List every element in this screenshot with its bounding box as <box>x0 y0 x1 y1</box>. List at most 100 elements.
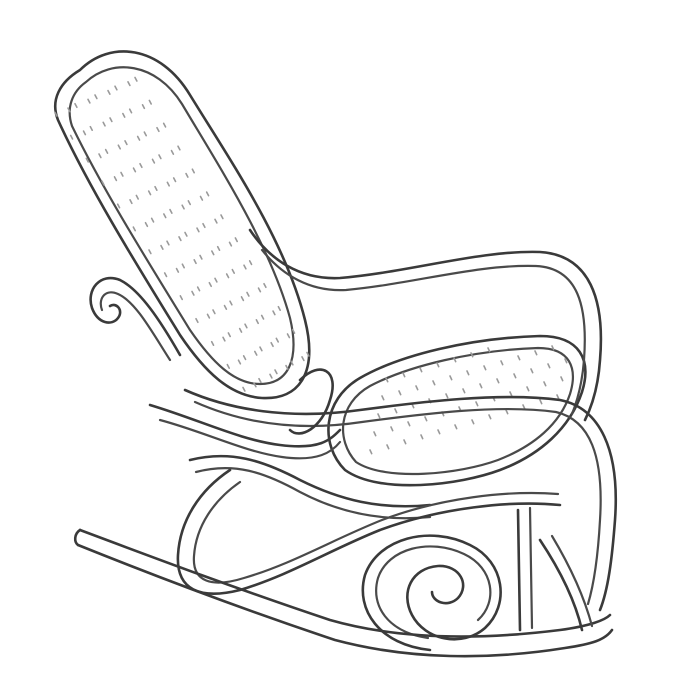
cane-mark <box>104 148 109 154</box>
cane-mark <box>212 309 216 315</box>
cane-mark <box>120 171 124 177</box>
cane-mark <box>166 240 170 246</box>
cane-mark <box>116 203 121 209</box>
bottom-spiral <box>361 534 502 652</box>
cane-mark <box>564 358 568 364</box>
cane-mark <box>156 126 160 133</box>
cane-mark <box>470 352 474 358</box>
cane-mark <box>128 108 133 114</box>
support-curve-3 <box>188 454 432 508</box>
cane-mark <box>369 449 373 455</box>
cane-mark <box>263 282 267 289</box>
cane-mark <box>419 367 423 373</box>
cane-mark <box>172 177 177 183</box>
cane-mark <box>141 103 146 110</box>
cane-mark <box>170 149 175 155</box>
cane-mark <box>82 130 87 136</box>
cane-mark <box>509 391 513 397</box>
cane-mark <box>505 409 509 415</box>
cane-mark <box>483 365 487 371</box>
cane-mark <box>216 245 221 251</box>
backrest-cane-texture <box>54 76 310 392</box>
armrest-outer <box>248 228 603 422</box>
cane-mark <box>258 377 262 384</box>
lower-s-curve-inner <box>192 480 560 584</box>
cane-mark <box>132 167 137 173</box>
cane-mark <box>162 122 167 128</box>
cane-mark <box>98 153 102 159</box>
cane-mark <box>277 305 282 311</box>
cane-mark <box>274 369 278 375</box>
cane-mark <box>231 268 236 274</box>
cane-mark <box>275 337 280 343</box>
cane-mark <box>196 286 201 292</box>
rocker-top-edge <box>78 528 612 638</box>
back-leg-3 <box>538 538 584 632</box>
cane-mark <box>257 287 262 293</box>
cane-mark <box>386 444 390 450</box>
cane-mark <box>181 263 186 269</box>
front-arm-inner <box>193 400 602 606</box>
cane-mark <box>449 375 453 381</box>
cane-mark <box>143 131 148 137</box>
cane-mark <box>424 416 428 422</box>
cane-mark <box>269 373 273 379</box>
cane-mark <box>539 399 543 405</box>
cane-mark <box>437 429 441 435</box>
left-scroll-curl-inner <box>99 291 172 362</box>
cane-mark <box>67 107 71 113</box>
cane-mark <box>223 304 228 310</box>
cane-mark <box>225 273 230 279</box>
cane-mark <box>547 363 551 369</box>
cane-mark <box>187 200 192 206</box>
backrest-outer-frame <box>53 50 311 400</box>
cane-mark <box>202 222 206 229</box>
cane-mark <box>206 313 211 319</box>
cane-mark <box>445 393 449 399</box>
rocker-front-tip <box>73 528 82 547</box>
cane-mark <box>89 125 94 131</box>
cane-mark <box>407 421 411 427</box>
spiral-outer <box>361 534 502 652</box>
cane-mark <box>240 296 245 302</box>
back-leg-2 <box>528 506 534 630</box>
front-arm <box>183 388 618 612</box>
cane-mark <box>471 419 475 425</box>
cane-mark <box>69 134 74 140</box>
cane-mark <box>163 272 168 278</box>
cane-mark <box>199 254 203 260</box>
cane-mark <box>475 401 479 407</box>
backrest-inner-frame <box>68 66 295 386</box>
cane-mark <box>415 385 419 391</box>
cane-mark <box>54 111 58 117</box>
cane-mark <box>102 121 106 127</box>
cane-mark <box>259 346 263 352</box>
rocker <box>73 528 614 658</box>
cane-mark <box>181 204 185 210</box>
cane-mark <box>560 376 564 382</box>
cane-mark <box>191 290 195 296</box>
cane-mark <box>260 314 265 320</box>
cane-mark <box>129 198 133 205</box>
support-curve-2 <box>158 418 342 460</box>
seat <box>327 334 587 487</box>
cane-mark <box>211 250 215 256</box>
cane-mark <box>151 158 156 164</box>
cane-mark <box>246 291 250 297</box>
cane-mark <box>124 140 128 146</box>
cane-mark <box>101 180 105 186</box>
cane-mark <box>177 145 181 151</box>
cane-mark <box>394 408 398 414</box>
cane-mark <box>169 208 173 214</box>
cane-mark <box>74 102 78 109</box>
cane-mark <box>285 364 289 370</box>
cane-mark <box>208 281 213 288</box>
cane-mark <box>301 356 305 362</box>
cane-mark <box>242 386 246 392</box>
cane-mark <box>436 362 440 368</box>
cane-mark <box>184 231 188 237</box>
cane-mark <box>543 381 547 387</box>
support-curve-4 <box>194 466 432 520</box>
